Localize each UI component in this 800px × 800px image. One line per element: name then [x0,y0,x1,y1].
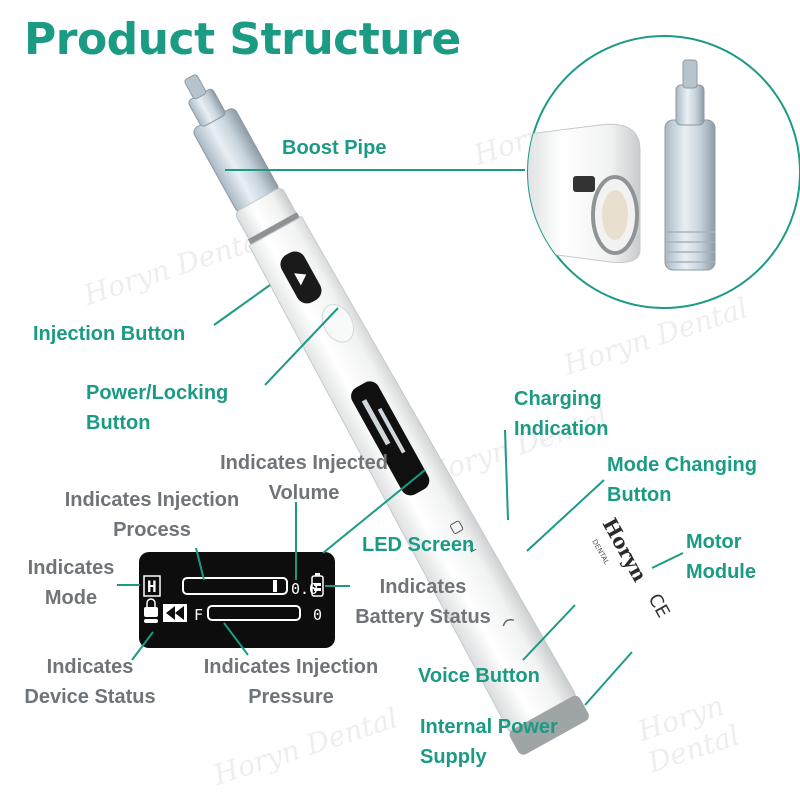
label-indicates-injection-pressure: Indicates Injection Pressure [203,656,379,708]
leader-lines [117,169,684,706]
lcd-mode-letter: H [147,577,157,596]
detail-inset [527,35,800,309]
label-power-locking-button: Power/Locking Button [86,382,229,434]
lcd-pressure-letter: F [194,606,203,624]
ce-mark: CE [644,590,674,621]
rewind-icon [163,604,187,622]
label-indicates-mode: Indicates Mode [27,557,115,609]
label-charging-indication: Charging Indication [514,388,609,440]
page-title: Product Structure [24,14,461,65]
label-indicates-injected-volume: Indicates Injected Volume [220,452,388,504]
label-motor-module: Motor Module [686,531,756,583]
mode-icon: Z [467,542,478,555]
device-body: Z [184,74,589,755]
device-brand: Horyn [598,514,653,586]
charging-icon [450,520,464,534]
label-injection-button: Injection Button [33,323,186,345]
play-icon [294,273,307,286]
label-voice-button: Voice Button [418,665,540,687]
label-indicates-injection-process: Indicates Injection Process [64,489,240,541]
label-indicates-device-status: Indicates Device Status [24,656,156,708]
label-indicates-battery-status: Indicates Battery Status [355,576,491,628]
label-boost-pipe: Boost Pipe [282,137,387,159]
lock-icon [144,598,158,623]
battery-icon [311,573,324,597]
label-led-screen: LED Screen [362,534,475,556]
label-internal-power-supply: Internal Power Supply [420,716,558,768]
label-mode-changing-button: Mode Changing Button [607,454,757,506]
voice-icon [502,618,515,627]
lcd-pressure-value: 0 [313,606,322,624]
lcd-screen-enlarged: H 0.0 F 0 [139,552,335,648]
